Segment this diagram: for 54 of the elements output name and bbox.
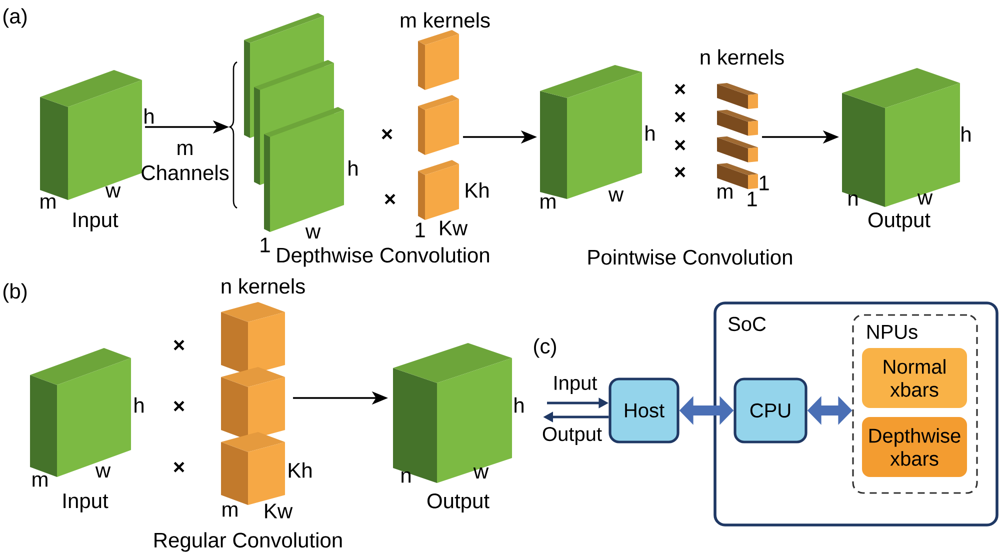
node-label: n kernels (222, 278, 305, 294)
dimension-label: Kw (440, 220, 468, 236)
process-box: CPU (734, 378, 808, 444)
edge-label: Output (540, 426, 604, 446)
edge-label: Input (552, 375, 598, 395)
kernel-stack (221, 302, 285, 505)
node-label: Input (64, 494, 108, 512)
dimension-label: Kh (466, 182, 488, 198)
node-label: Output (427, 493, 490, 512)
brace-label: m Channels (142, 144, 229, 180)
dimension-label: n (848, 194, 858, 206)
caption: Depthwise Convolution (277, 247, 489, 267)
times-sign: × (384, 194, 396, 204)
panel-label: (a) (3, 8, 27, 28)
dimension-label: 1 (416, 222, 425, 238)
times-sign: × (174, 340, 184, 350)
caption: Pointwise Convolution (588, 249, 792, 265)
dimension-label: Kh (288, 462, 312, 478)
dimension-label: Kw (265, 504, 293, 518)
times-sign: × (174, 400, 184, 412)
times-sign: × (674, 140, 686, 150)
times-sign: × (382, 128, 392, 140)
dimension-label: h (144, 108, 154, 124)
dimension-label: m (40, 197, 56, 209)
caption: Regular Convolution (154, 532, 342, 552)
dimension-label: 1 (760, 176, 769, 190)
dimension-label: h (348, 160, 358, 176)
dimension-label: m (32, 475, 48, 487)
unit-box: Depthwise xbars (862, 417, 967, 477)
dimension-label: w (608, 190, 624, 202)
dimension-label: h (962, 126, 970, 142)
dimension-label: h (514, 397, 524, 413)
dimension-label: n (402, 471, 410, 483)
dimension-label: 1 (260, 238, 270, 252)
dimension-label: m (222, 505, 238, 517)
panel-label: (c) (534, 338, 556, 358)
node-label: m kernels (400, 12, 490, 28)
dimension-label: h (134, 397, 144, 413)
dimension-label: 1 (748, 192, 757, 206)
node-label: Output (868, 212, 930, 232)
times-sign: × (174, 462, 184, 472)
kernel-stack (418, 30, 459, 220)
process-box: Host (608, 378, 680, 444)
times-sign: × (674, 84, 686, 94)
dimension-label: w (305, 227, 321, 239)
dimension-label: m (540, 197, 556, 209)
panel-label: (b) (3, 283, 27, 303)
dimension-label: h (646, 125, 654, 141)
times-sign: × (674, 112, 686, 122)
node-label: n kernels (700, 49, 784, 65)
times-sign: × (674, 166, 686, 178)
dimension-label: m (718, 187, 732, 199)
unit-box: Normal xbars (862, 348, 967, 408)
node-label: Input (74, 212, 118, 232)
